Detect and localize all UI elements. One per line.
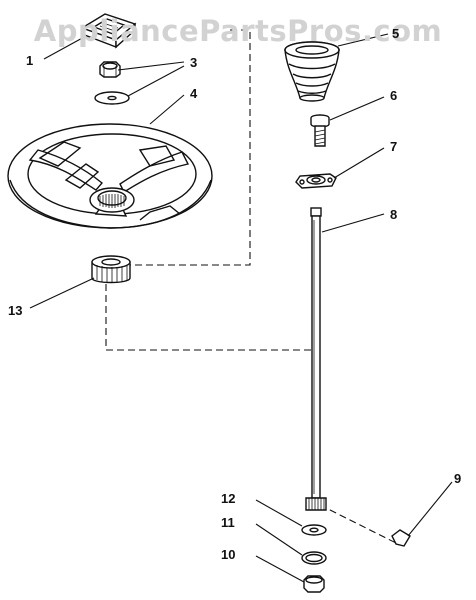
part-3-nut: [99, 61, 121, 78]
leader-4: [149, 94, 185, 125]
callout-9: 9: [454, 471, 462, 486]
callout-6: 6: [390, 88, 398, 103]
leader-10: [255, 555, 305, 583]
part-4-steering-wheel: [7, 123, 213, 229]
leader-12: [255, 499, 303, 527]
leader-1: [43, 35, 87, 60]
callout-7: 7: [390, 139, 398, 154]
part-9-key: [391, 529, 411, 547]
part-1-steering-cap: [80, 13, 137, 49]
leader-7: [333, 147, 385, 179]
part-8-steering-shaft: [305, 207, 327, 511]
leader-3-washer: [127, 65, 185, 97]
leader-8: [321, 213, 385, 233]
callout-8: 8: [390, 207, 398, 222]
callout-3: 3: [190, 55, 198, 70]
callout-1: 1: [26, 53, 34, 68]
part-13-spline-adapter: [91, 255, 131, 284]
callout-12: 12: [221, 491, 236, 506]
callout-5: 5: [392, 26, 400, 41]
assembly-guide-line-lower: [319, 504, 401, 546]
leader-3: [117, 61, 185, 71]
callout-4: 4: [190, 86, 198, 101]
part-12-washer: [301, 524, 327, 536]
leader-6: [329, 96, 385, 121]
part-6-bolt: [310, 114, 330, 147]
part-11-retaining-ring: [301, 551, 327, 565]
leader-13: [29, 277, 95, 309]
part-5-bellows-boot: [284, 41, 340, 102]
part-10-nut: [303, 575, 325, 593]
callout-10: 10: [221, 547, 236, 562]
part-7-flange-bushing: [295, 173, 337, 189]
callout-13: 13: [8, 303, 23, 318]
leader-9: [407, 481, 453, 537]
part-3-washer: [94, 91, 130, 105]
callout-11: 11: [221, 515, 235, 530]
leader-5: [337, 33, 389, 47]
leader-11: [255, 523, 303, 556]
